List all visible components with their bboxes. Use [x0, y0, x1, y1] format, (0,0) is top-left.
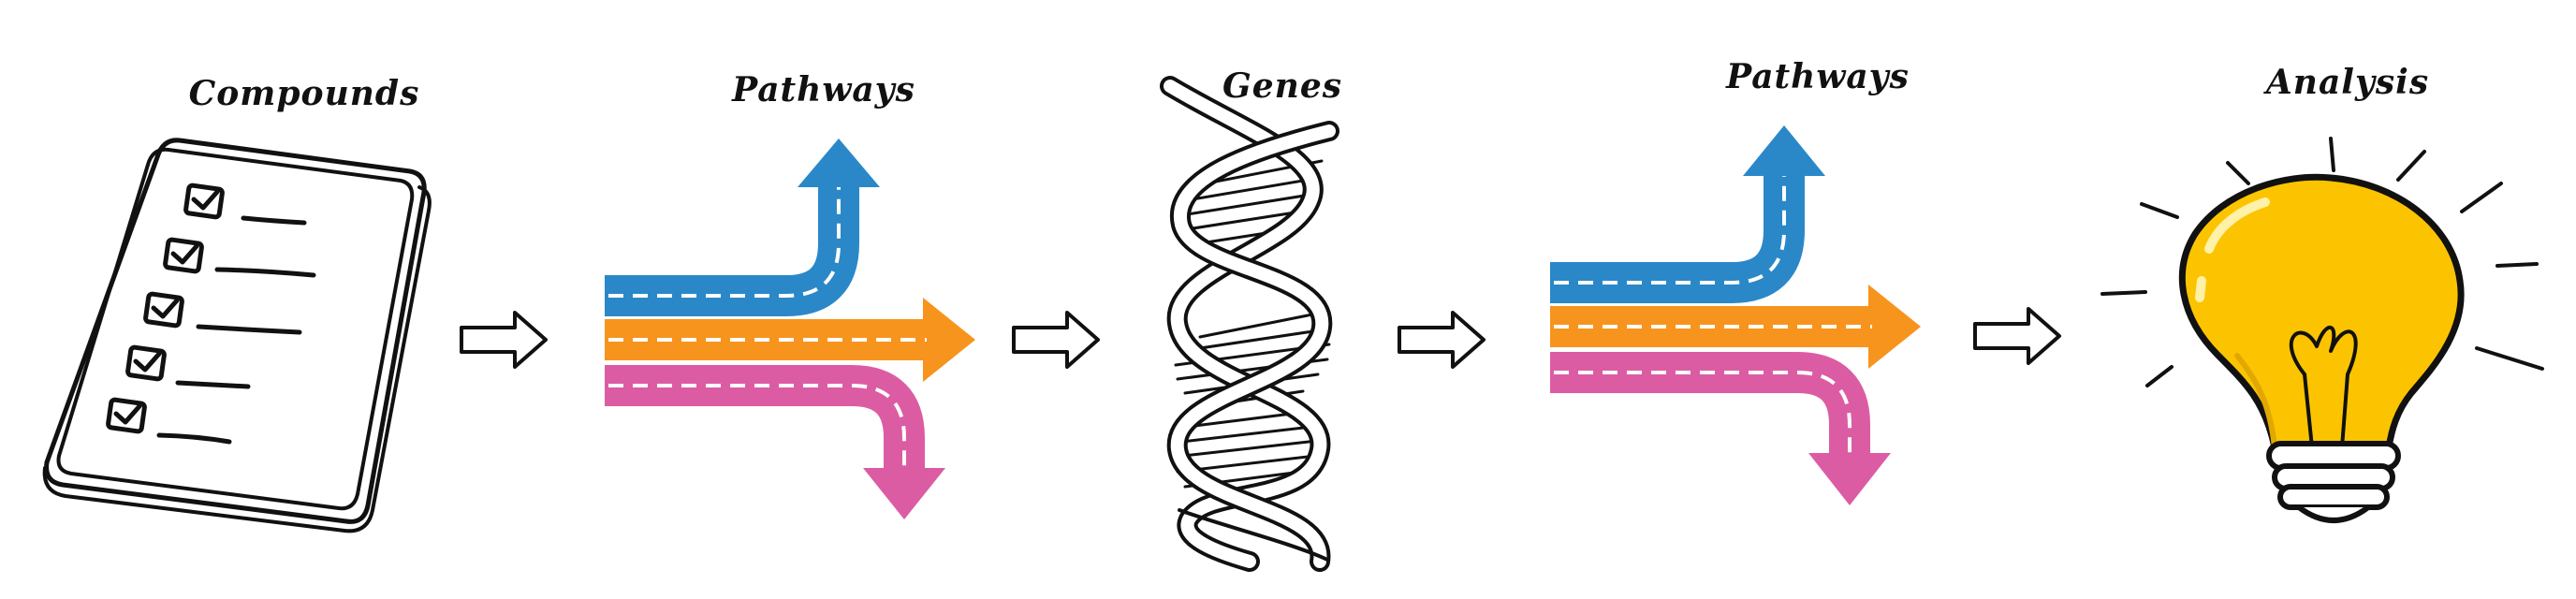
stage-label-genes: Genes	[1222, 66, 1342, 106]
dna-helix-icon	[1160, 76, 1339, 572]
stage-label-pathways-2: Pathways	[1725, 57, 1910, 96]
flow-arrow-2	[1012, 311, 1100, 369]
stage-label-compounds: Compounds	[189, 74, 420, 113]
lightbulb-icon	[2100, 137, 2544, 523]
stage-label-pathways-1: Pathways	[731, 70, 915, 110]
flow-arrow-3	[1398, 311, 1486, 369]
flow-arrow-1	[460, 311, 548, 369]
checklist-icon	[42, 138, 432, 533]
stage-label-analysis: Analysis	[2263, 63, 2429, 102]
pathway-arrows-icon	[1550, 125, 1921, 505]
flow-arrow-4	[1973, 307, 2061, 365]
pathway-arrows-icon	[605, 139, 975, 519]
